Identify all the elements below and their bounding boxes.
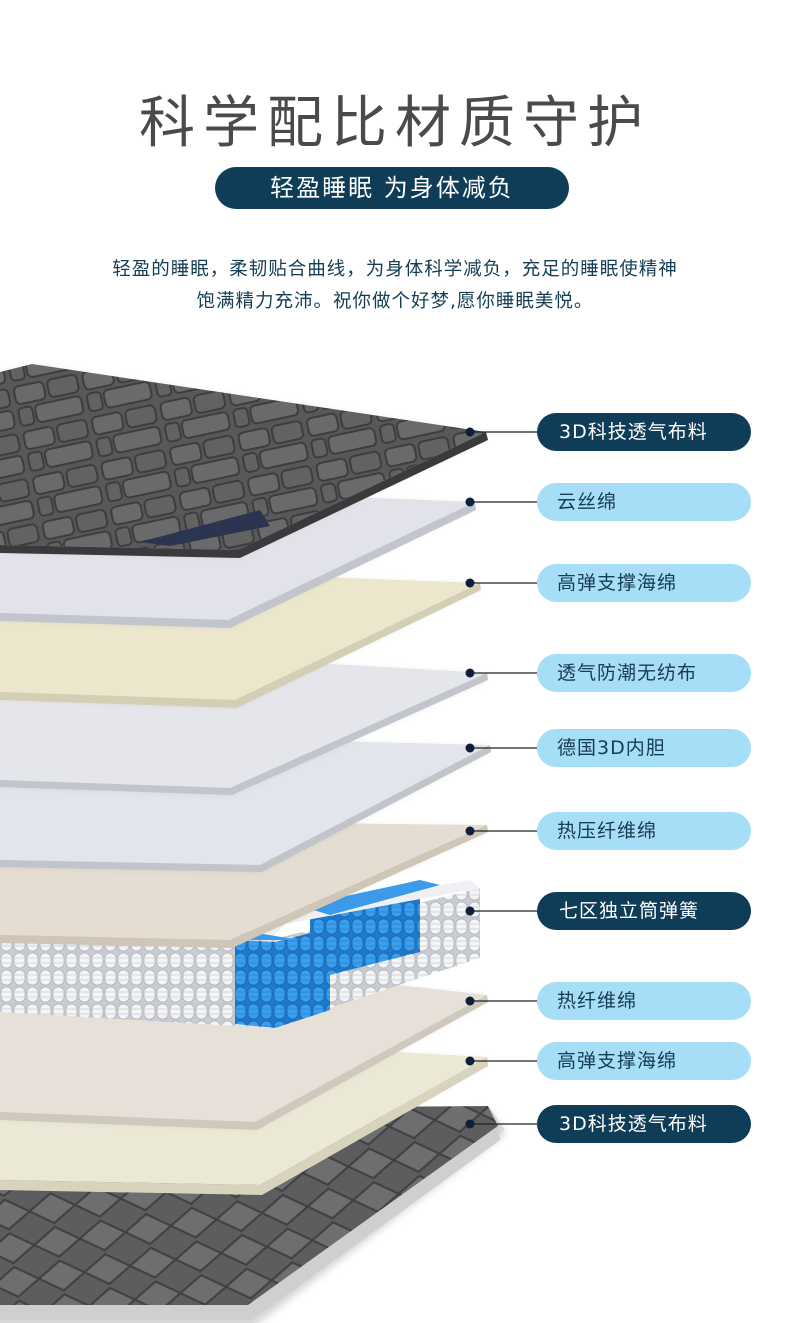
layer-label-pocket-springs: 七区独立筒弹簧 (537, 892, 751, 930)
layer-label-foam-bottom: 高弹支撑海绵 (537, 1042, 751, 1080)
subtitle-badge: 轻盈睡眠 为身体减负 (215, 167, 569, 209)
layer-top-fabric (0, 364, 488, 558)
layer-label-3d-core: 德国3D内胆 (537, 729, 751, 767)
description-line-1: 轻盈的睡眠，柔韧贴合曲线，为身体科学减负，充足的睡眠使精神 (112, 259, 678, 280)
mattress-layer-illustration (0, 340, 790, 1323)
layer-label-heat-press-fiber: 热压纤维绵 (537, 812, 751, 850)
description-line-2: 饱满精力充沛。祝你做个好梦,愿你睡眠美悦。 (196, 291, 594, 312)
layer-connector-dots (465, 427, 475, 1129)
layer-label-3d-fabric-top: 3D科技透气布料 (537, 413, 751, 451)
layer-label-foam-top: 高弹支撑海绵 (537, 564, 751, 602)
layer-label-cloud-silk: 云丝绵 (537, 483, 751, 521)
mattress-layers-svg (0, 364, 537, 1323)
layer-label-nonwoven: 透气防潮无纺布 (537, 654, 751, 692)
layer-connectors (470, 431, 537, 1125)
layer-label-heat-fiber: 热纤维绵 (537, 982, 751, 1020)
layer-label-3d-fabric-bottom: 3D科技透气布料 (537, 1105, 751, 1143)
description-text: 轻盈的睡眠，柔韧贴合曲线，为身体科学减负，充足的睡眠使精神 饱满精力充沛。祝你做… (40, 254, 750, 318)
page-title: 科学配比材质守护 (139, 91, 651, 156)
